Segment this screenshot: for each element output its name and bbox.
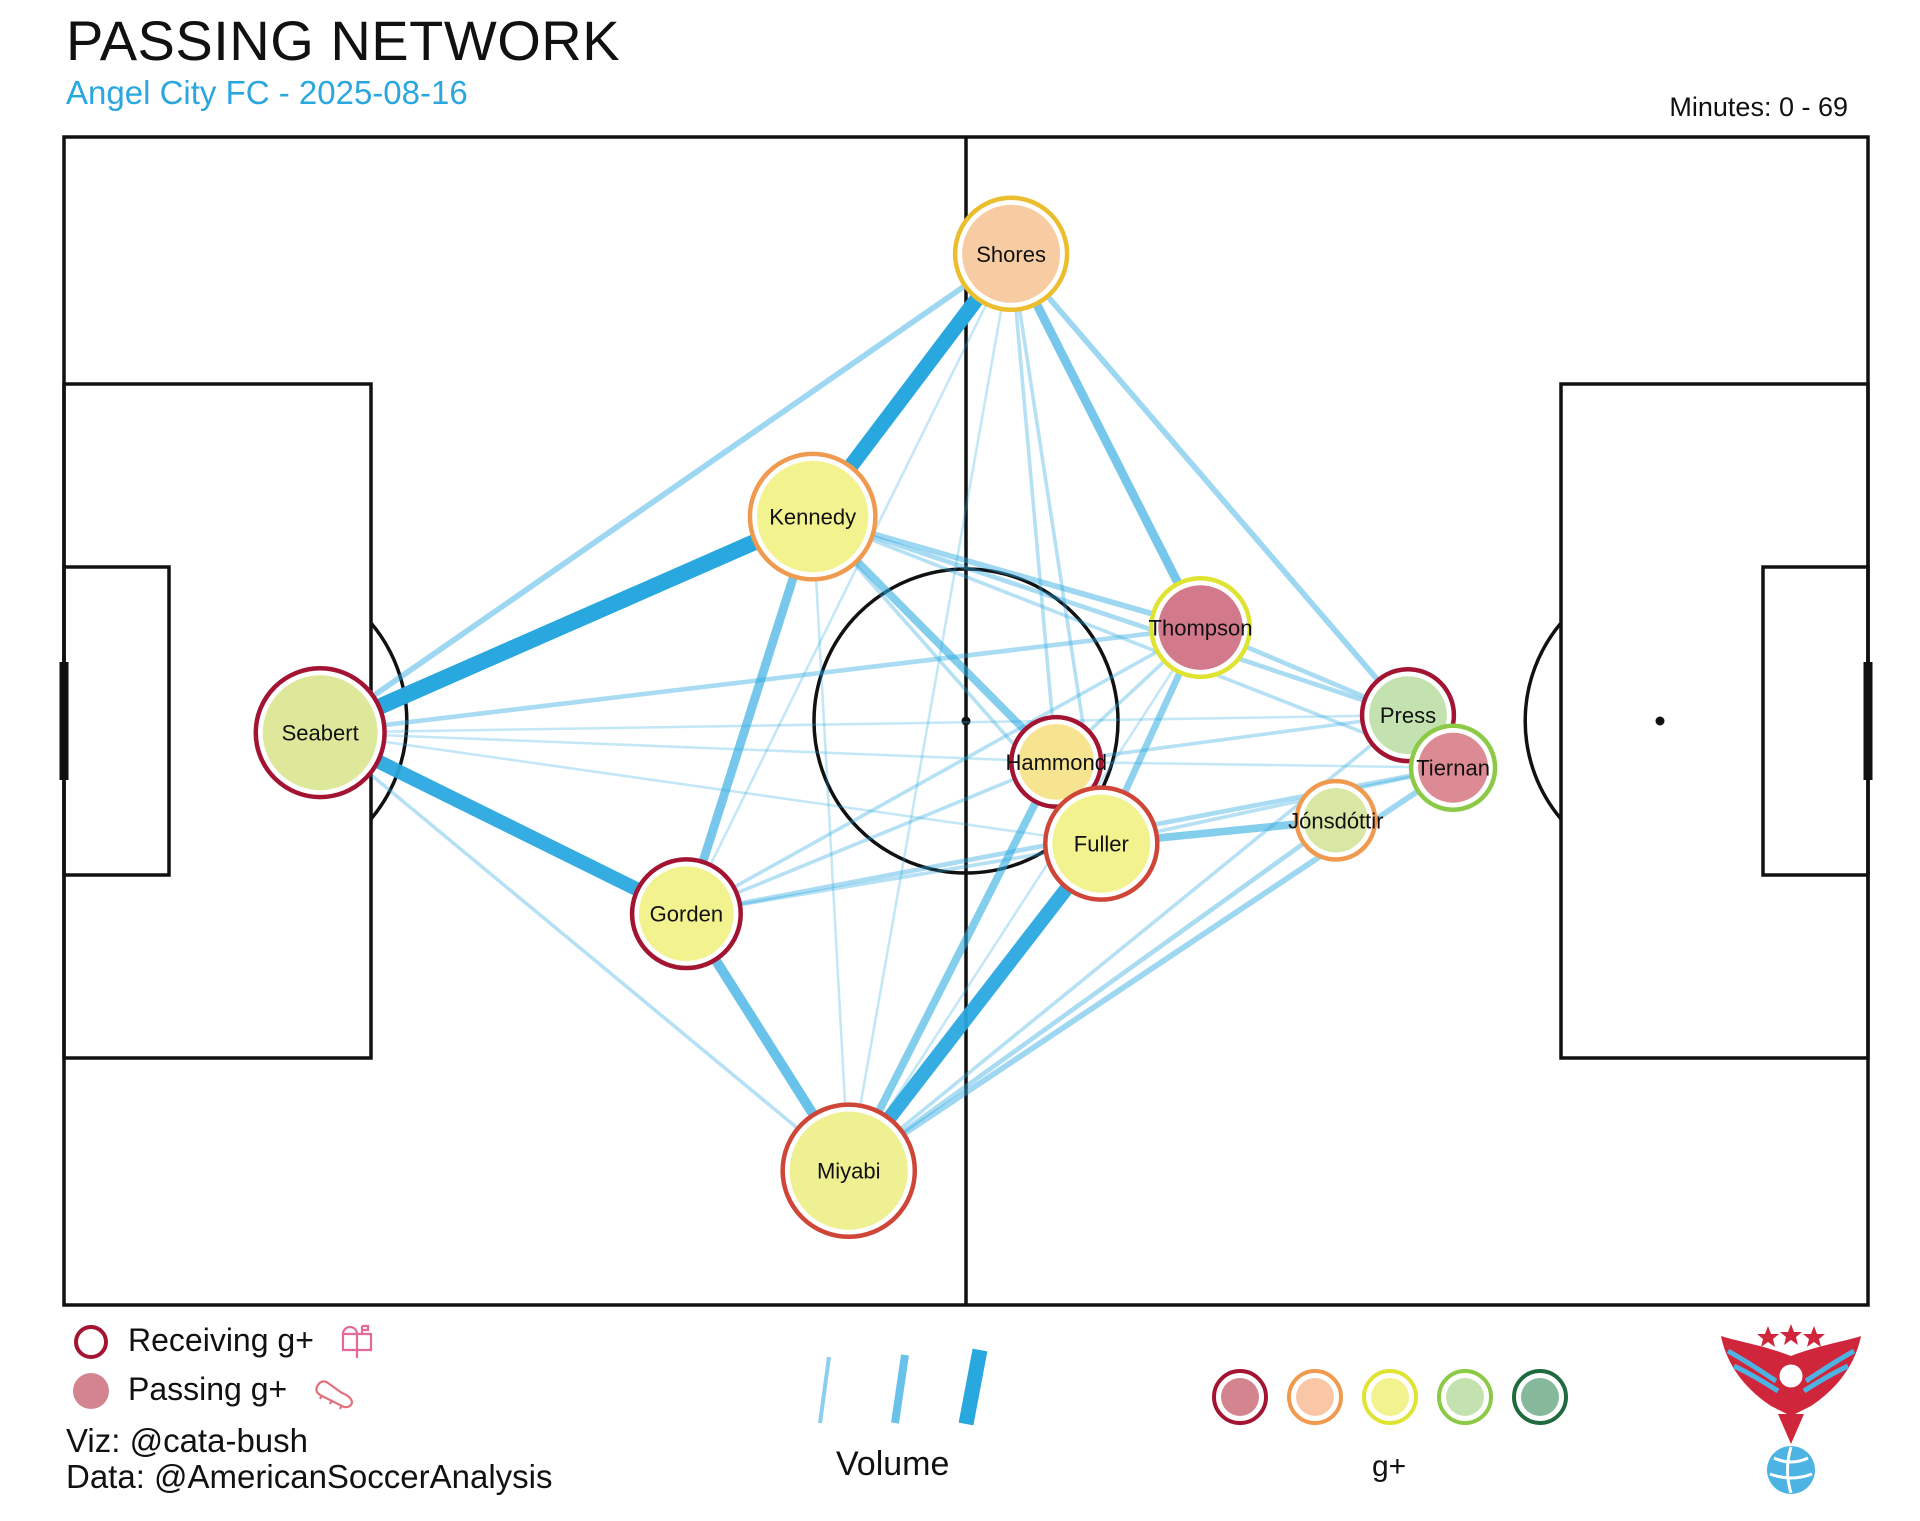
chart-subtitle: Angel City FC - 2025-08-16 (66, 74, 468, 111)
player-name: Shores (976, 242, 1046, 267)
player-node-tiernan[interactable]: Tiernan (1408, 723, 1498, 812)
gplus-swatch-1 (1221, 1378, 1259, 1416)
pass-link-kennedy-gorden (681, 512, 818, 919)
passing-legend-marker (73, 1373, 109, 1409)
player-node-seabert[interactable]: Seabert (253, 666, 387, 800)
gplus-swatch-3 (1371, 1378, 1409, 1416)
pass-link-fuller-miyabi (841, 836, 1109, 1178)
pass-link-seabert-miyabi (318, 730, 851, 1173)
volume-legend-medium (891, 1354, 909, 1424)
player-name: Tiernan (1416, 756, 1490, 781)
player-node-gorden[interactable]: Gorden (629, 857, 743, 971)
right-penalty-spot (1655, 716, 1665, 726)
pass-link-seabert-gorden (313, 725, 694, 921)
pass-link-hammond-press (1054, 713, 1410, 764)
player-node-fuller[interactable]: Fuller (1043, 785, 1160, 902)
passing-fill (1052, 794, 1151, 893)
left-six-yard-box (62, 565, 171, 877)
player-name: Hammond (1005, 750, 1106, 775)
pass-link-shores-miyabi (847, 252, 1013, 1172)
star-icon (1757, 1324, 1825, 1347)
passing-fill (1418, 732, 1489, 803)
gplus-legend-label: g+ (1372, 1450, 1407, 1483)
pass-link-shores-press (1008, 250, 1411, 719)
pass-link-hammond-tiernan (1054, 760, 1455, 769)
chart-title: PASSING NETWORK (66, 9, 621, 72)
receiving-legend-label: Receiving g+ (128, 1322, 314, 1358)
right-six-yard-box (1761, 565, 1870, 877)
left-penalty-arc (369, 621, 409, 821)
gplus-swatch-4 (1446, 1378, 1484, 1416)
player-node-kennedy[interactable]: Kennedy (747, 451, 878, 582)
pass-link-seabert-hammond (318, 731, 1058, 764)
passing-fill (789, 1111, 908, 1230)
player-node-miyabi[interactable]: Miyabi (780, 1102, 918, 1240)
viz-credit: Viz: @cata-bush (66, 1422, 309, 1459)
volume-legend-thick (958, 1348, 988, 1426)
player-name: Gorden (650, 902, 723, 927)
pass-link-gorden-fuller (684, 841, 1104, 916)
gplus-swatch-2 (1296, 1378, 1334, 1416)
pass-link-miyabi-jonsdottir (846, 817, 1339, 1174)
pass-link-seabert-shores (317, 250, 1014, 736)
pass-link-kennedy-tiernan (810, 514, 1455, 770)
pass-link-seabert-press (318, 713, 1410, 734)
pass-link-gorden-thompson (684, 625, 1203, 916)
pass-link-shores-thompson (1006, 249, 1205, 632)
gplus-legend (1212, 1369, 1568, 1425)
player-node-jonsdottir[interactable]: Jónsdóttir (1288, 778, 1384, 862)
passing-fill (962, 204, 1061, 303)
passing-fill (756, 460, 869, 573)
pass-link-seabert-fuller (318, 731, 1103, 845)
pass-links (312, 246, 1456, 1178)
passing-fill (639, 866, 734, 962)
passing-fill (262, 675, 378, 791)
passing-fill (1303, 788, 1369, 853)
mailbox-icon (341, 1324, 373, 1358)
pass-link-kennedy-miyabi (811, 515, 851, 1172)
player-node-thompson[interactable]: Thompson (1149, 576, 1253, 680)
player-name: Miyabi (817, 1159, 881, 1184)
center-circle (812, 567, 1120, 875)
pass-link-seabert-kennedy (312, 508, 821, 741)
passing-fill (1018, 724, 1094, 800)
pass-link-shores-gorden (685, 252, 1013, 915)
player-name: Seabert (282, 721, 359, 746)
pass-link-hammond-miyabi (844, 757, 1061, 1175)
pass-link-kennedy-press (810, 514, 1411, 718)
pass-link-shores-hammond (1009, 252, 1058, 764)
right-penalty-box (1559, 382, 1870, 1060)
passing-fill (1158, 585, 1243, 670)
pass-link-seabert-thompson (317, 625, 1203, 736)
volume-legend-label: Volume (836, 1445, 950, 1483)
soccer-ball-icon (1767, 1446, 1815, 1494)
eagle-logo (1721, 1324, 1861, 1494)
player-name: Press (1380, 703, 1436, 728)
player-node-hammond[interactable]: Hammond (1005, 714, 1107, 809)
eagle-icon (1721, 1336, 1861, 1444)
receiving-ring-icon (74, 1325, 108, 1359)
cleat-icon (315, 1380, 354, 1410)
passing-fill-icon (73, 1373, 109, 1409)
volume-legend-thin (818, 1356, 831, 1424)
gplus-swatch-5 (1521, 1378, 1559, 1416)
minutes-range: Minutes: 0 - 69 (1669, 92, 1848, 122)
data-credit: Data: @AmericanSoccerAnalysis (66, 1458, 553, 1495)
player-name: Jónsdóttir (1288, 808, 1383, 833)
pass-link-kennedy-thompson (809, 513, 1204, 631)
passing-legend-label: Passing g+ (128, 1371, 288, 1407)
pass-link-gorden-hammond (684, 760, 1058, 916)
pass-link-thompson-miyabi (847, 626, 1202, 1172)
volume-legend (818, 1348, 988, 1426)
player-name: Fuller (1074, 832, 1129, 857)
player-name: Thompson (1149, 616, 1253, 641)
player-name: Kennedy (769, 505, 856, 530)
pass-link-fuller-tiernan (1099, 765, 1455, 846)
receiving-legend-marker (74, 1325, 108, 1359)
center-spot (961, 716, 971, 726)
player-node-shores[interactable]: Shores (952, 195, 1070, 313)
right-penalty-arc (1523, 621, 1563, 821)
